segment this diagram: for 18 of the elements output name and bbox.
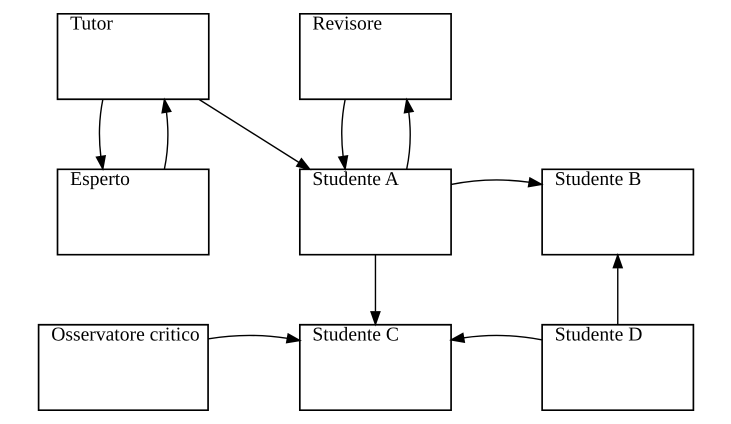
node-box: Revisore: [298, 12, 452, 100]
arrow: [160, 98, 172, 170]
node-box: Esperto: [56, 168, 210, 256]
node-box: Studente D: [540, 324, 694, 412]
arrow: [450, 176, 544, 188]
arrow: [337, 100, 348, 172]
arrow: [448, 332, 542, 344]
node-box: Studente B: [540, 168, 694, 256]
node-box: Osservatore critico: [37, 324, 208, 412]
arrow: [370, 255, 380, 327]
arrow: [94, 100, 106, 172]
node-box: Studente A: [298, 168, 452, 256]
arrow: [208, 332, 302, 344]
arrow: [612, 253, 623, 324]
node-box: Studente C: [298, 324, 452, 412]
node-box: Tutor: [56, 12, 210, 100]
arrow: [198, 99, 312, 170]
arrow: [403, 98, 414, 170]
